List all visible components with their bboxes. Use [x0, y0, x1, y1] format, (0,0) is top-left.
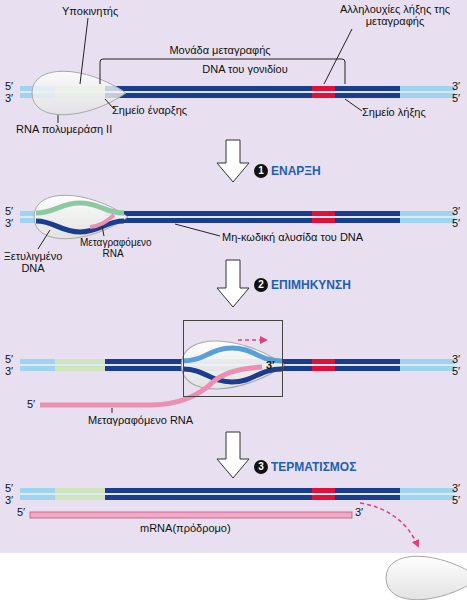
rna-polymerase	[32, 71, 126, 115]
direction-arrow	[238, 339, 266, 341]
panel-background	[0, 0, 467, 553]
part-label: Μεταγραφόμενο RNA	[88, 414, 193, 426]
strand-end-label: 3′	[5, 92, 13, 104]
strand-end-label: 3′	[452, 482, 460, 494]
strand-end-label: 3′	[452, 205, 460, 217]
part-label: Σημείο λήξης	[362, 106, 426, 118]
dna-double-strand	[20, 488, 455, 500]
callout-number: 3	[254, 460, 268, 474]
part-label: Ξετυλιγμένο DNA	[2, 250, 64, 274]
leader-line	[80, 18, 88, 84]
strand-end-label: 5′	[5, 353, 13, 365]
part-label: Αλληλουχίες λήξης της μεταγραφής	[335, 3, 455, 27]
stage-arrow	[217, 432, 249, 478]
leader-line	[38, 230, 50, 249]
leader-line	[58, 115, 59, 123]
part-label: RNA πολυμεράση II	[16, 123, 112, 135]
leader-line	[102, 226, 104, 236]
strand-end-label: 5′	[5, 482, 13, 494]
part-label: Σημείο έναρξης	[112, 104, 187, 116]
strand-end-label: 5′	[5, 80, 13, 92]
highlight-box: 3′	[183, 320, 283, 397]
part-label: Μη-κωδική αλυσίδα του DNA	[222, 231, 363, 243]
stage-label: ΕΝΑΡΞΗ	[271, 164, 321, 178]
strand-end-label: 5′	[5, 205, 13, 217]
release-arrow	[360, 503, 418, 546]
leader-line	[112, 408, 113, 413]
part-label: Μεταγραφόμενο RNA	[80, 237, 146, 259]
strand-end-label: 3′	[5, 365, 13, 377]
strand-end-label: 5′	[17, 506, 25, 518]
stage-arrow	[217, 140, 249, 182]
leader-line	[324, 29, 352, 84]
strand-end-label: 5′	[452, 217, 460, 229]
strand-end-label: 3′	[266, 359, 275, 371]
strand-end-label: 3′	[355, 506, 363, 518]
part-label: Μονάδα μεταγραφής	[160, 44, 280, 56]
callout-number: 1	[254, 164, 268, 178]
strand-end-label: 5′	[27, 398, 35, 410]
leader-line	[175, 224, 220, 236]
rna-polymerase	[181, 341, 284, 389]
leader-line	[345, 99, 362, 111]
stage-label: ΕΠΙΜΗΚΥΝΣΗ	[271, 278, 351, 292]
rna-strand	[40, 367, 262, 405]
part-label: mRNA(πρόδρομο)	[140, 522, 231, 534]
strand-end-label: 3′	[452, 80, 460, 92]
bracket	[100, 59, 345, 84]
rna-strand	[90, 215, 114, 227]
rna-polymerase	[386, 556, 467, 600]
strand-end-label: 5′	[452, 494, 460, 506]
part-label: DNA του γονιδίου	[185, 63, 305, 75]
strand-end-label: 5′	[452, 92, 460, 104]
part-label: Υποκινητής	[62, 5, 118, 17]
strand-end-label: 5′	[452, 365, 460, 377]
strand-end-label: 3′	[5, 494, 13, 506]
stage-arrow	[217, 260, 249, 307]
mrna-strand	[30, 512, 352, 518]
strand-end-label: 3′	[452, 353, 460, 365]
strand-end-label: 3′	[5, 217, 13, 229]
unwound-strand	[36, 203, 124, 213]
stage-label: ΤΕΡΜΑΤΙΣΜΟΣ	[271, 460, 356, 474]
callout-number: 2	[254, 278, 268, 292]
